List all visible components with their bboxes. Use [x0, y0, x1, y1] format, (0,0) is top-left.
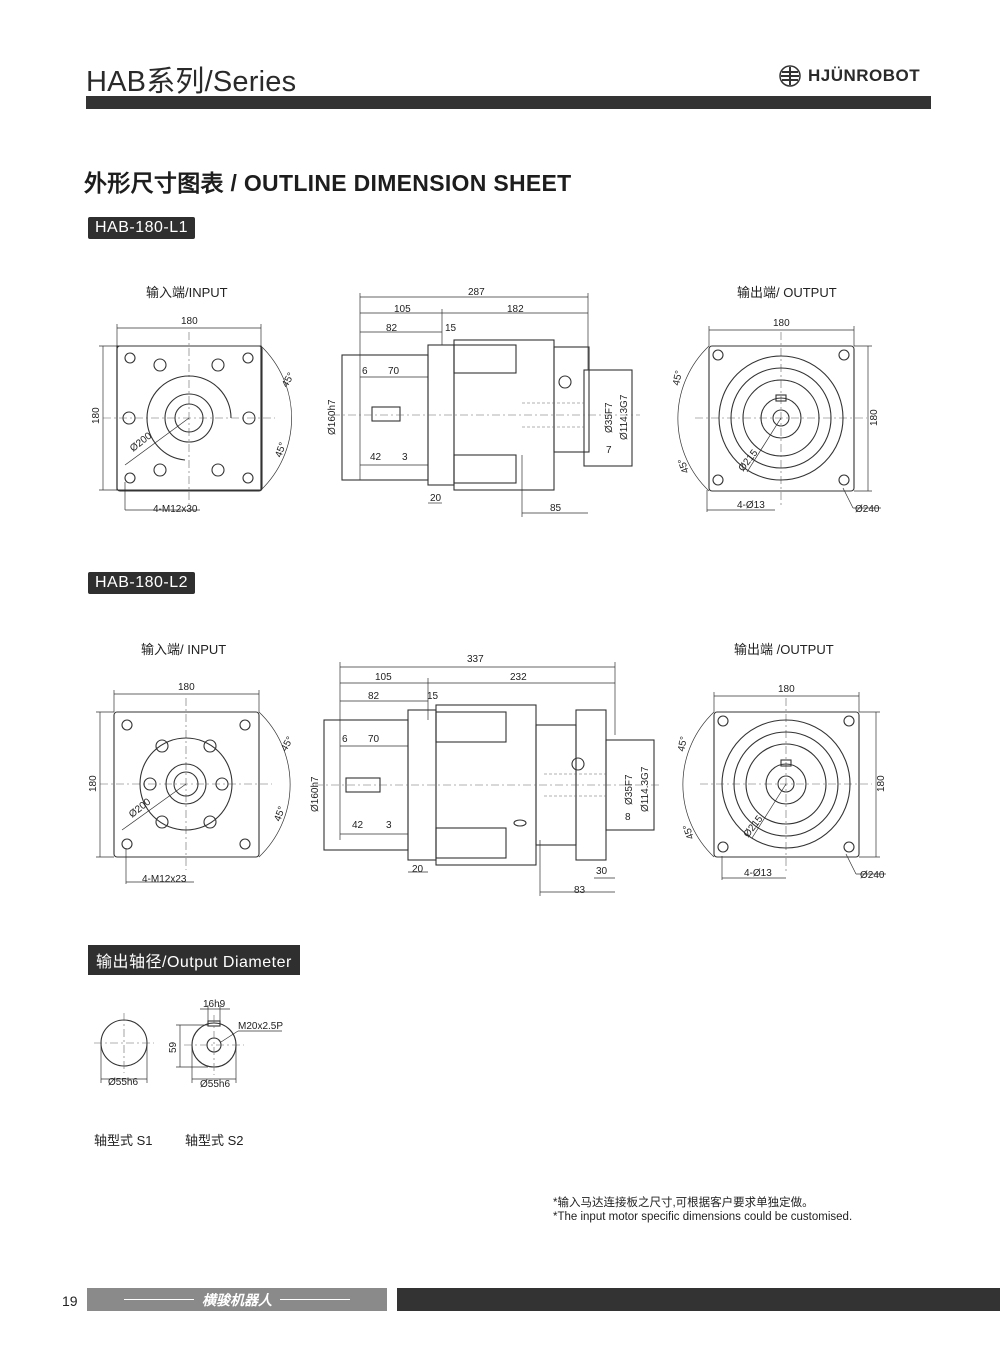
l2-side-d6: 6	[342, 734, 348, 745]
shaft-s2-dia: Ø55h6	[200, 1079, 230, 1090]
page-title: HAB系列/Series	[86, 66, 297, 98]
l2-side-d15: 15	[427, 691, 439, 702]
l1-side-d20: 20	[430, 493, 442, 504]
l1-in-angle-b: 45°	[273, 441, 289, 459]
sheet-title: 外形尺寸图表 / OUTLINE DIMENSION SHEET	[84, 170, 572, 196]
brand-name: HJÜNROBOT	[808, 66, 921, 85]
l2-side-d42: 42	[352, 820, 364, 831]
shaft-tag: 输出轴径/Output Diameter	[88, 945, 300, 975]
l1-in-angle-a: 45°	[280, 371, 297, 390]
l1-in-width: 180	[181, 316, 198, 327]
l2-side-seg-a: 105	[375, 672, 392, 683]
l2-side-seg-b: 232	[510, 672, 527, 683]
l2-side-dia35: Ø35F7	[624, 774, 635, 805]
l1-side-d70: 70	[388, 366, 400, 377]
l1-side-d3: 3	[402, 452, 408, 463]
l2-side-dia114: Ø114.3G7	[640, 766, 651, 812]
l1-side-total: 287	[468, 287, 485, 298]
l2-side-d8: 8	[625, 812, 631, 823]
l1-out-angle-b: 45°	[676, 457, 692, 475]
header-bar	[86, 96, 931, 109]
l1-out-width: 180	[773, 318, 790, 329]
l2-side-d83: 83	[574, 885, 586, 896]
l2-in-height: 180	[88, 775, 99, 792]
shaft-s2-key: 16h9	[203, 999, 226, 1010]
page-number: 19	[62, 1293, 78, 1309]
l1-out-angle-a: 45°	[671, 370, 685, 387]
l2-side-d3: 3	[386, 820, 392, 831]
l2-side-d20: 20	[412, 864, 424, 875]
shaft-s2-label: 轴型式 S2	[185, 1133, 244, 1148]
footer-bar	[397, 1288, 1000, 1311]
l1-side-d82: 82	[386, 323, 398, 334]
brand-mark-icon	[779, 65, 801, 87]
l2-in-angle-a: 45°	[279, 735, 296, 754]
l2-out-height: 180	[876, 775, 887, 792]
l1-side-d15: 15	[445, 323, 457, 334]
l1-input-view: 180 180 45° 45° Ø200 4-M12x30	[91, 316, 297, 515]
l2-out-angle-a: 45°	[676, 736, 690, 753]
l1-out-height: 180	[869, 409, 880, 426]
input-label-l2: 输入端/ INPUT	[141, 642, 227, 657]
note-en: *The input motor specific dimensions cou…	[553, 1211, 853, 1223]
shaft-s1-label: 轴型式 S1	[94, 1133, 153, 1148]
model-tag-l2: HAB-180-L2	[88, 572, 196, 594]
l2-side-d70: 70	[368, 734, 380, 745]
l1-in-height: 180	[91, 407, 102, 424]
output-label-l1: 输出端/ OUTPUT	[737, 285, 837, 300]
l1-side-d6: 6	[362, 366, 368, 377]
l2-side-dia160: Ø160h7	[310, 776, 321, 812]
shaft-s2-thread: M20x2.5P	[238, 1021, 283, 1032]
customisation-note: *输入马达连接板之尺寸,可根据客户要求单独定做。 *The input moto…	[553, 1196, 852, 1224]
l2-side-d30: 30	[596, 866, 608, 877]
l1-side-dia35: Ø35F7	[604, 402, 615, 433]
l1-side-d7: 7	[606, 445, 612, 456]
l2-in-width: 180	[178, 682, 195, 693]
l1-side-d42: 42	[370, 452, 382, 463]
footer-rule-right	[280, 1299, 350, 1300]
l1-output-view: 180 180 45° 45° Ø215 4-Ø13 Ø240	[671, 318, 881, 515]
l1-side-dia160: Ø160h7	[327, 399, 338, 435]
shaft-views: Ø55h6 16h9 59 M20x2.5P Ø55h6	[94, 999, 283, 1090]
shaft-s1-dia: Ø55h6	[108, 1077, 138, 1088]
l2-out-dia: Ø240	[860, 870, 885, 881]
l1-side-d85: 85	[550, 503, 562, 514]
l1-out-dia: Ø240	[855, 504, 880, 515]
l2-input-view: 180 180 45° 45° Ø200 4-M12x23	[88, 682, 296, 885]
l2-side-total: 337	[467, 654, 484, 665]
l1-side-view: 287 105 182 82 15 6 70 42 3 Ø160h7 Ø35F7…	[327, 287, 640, 517]
l2-out-width: 180	[778, 684, 795, 695]
l2-side-view: 337 105 232 82 15 6 70 42 3 Ø160h7 Ø35F7…	[310, 654, 662, 896]
l2-out-angle-b: 45°	[681, 823, 697, 841]
l2-out-holes: 4-Ø13	[744, 868, 772, 879]
l1-in-holes: 4-M12x30	[153, 504, 198, 515]
footer-company-bar: 横骏机器人	[87, 1288, 387, 1311]
input-label-l1: 输入端/INPUT	[146, 285, 228, 300]
l1-side-dia114: Ø114.3G7	[619, 394, 630, 440]
l2-in-holes: 4-M12x23	[142, 874, 187, 885]
l2-side-d82: 82	[368, 691, 380, 702]
shaft-s2-height: 59	[168, 1041, 179, 1053]
brand-logo: HJÜNROBOT	[778, 64, 920, 88]
l1-out-holes: 4-Ø13	[737, 500, 765, 511]
model-tag-l1: HAB-180-L1	[88, 217, 196, 239]
output-label-l2: 输出端 /OUTPUT	[734, 642, 834, 657]
l2-in-angle-b: 45°	[272, 805, 288, 823]
l1-side-seg-b: 182	[507, 304, 524, 315]
l2-output-view: 180 180 45° 45° Ø215 4-Ø13 Ø240	[676, 684, 887, 881]
note-cn: *输入马达连接板之尺寸,可根据客户要求单独定做。	[553, 1197, 814, 1209]
footer-rule-left	[124, 1299, 194, 1300]
footer-company: 横骏机器人	[202, 1291, 272, 1308]
l1-side-seg-a: 105	[394, 304, 411, 315]
